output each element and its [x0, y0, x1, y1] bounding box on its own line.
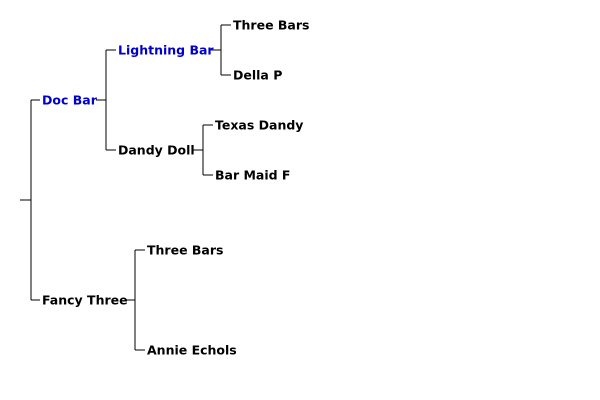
horse-sire-dam-dam: Bar Maid F [215, 168, 290, 183]
horse-sire-sire[interactable]: Lightning Bar [118, 43, 214, 58]
horse-dam-dam: Annie Echols [147, 343, 237, 358]
horse-sire-sire-dam: Della P [233, 68, 282, 83]
horse-dam: Fancy Three [42, 293, 128, 308]
horse-sire[interactable]: Doc Bar [42, 93, 98, 108]
horse-sire-sire-sire: Three Bars [233, 18, 309, 33]
horse-dam-sire: Three Bars [147, 243, 223, 258]
horse-sire-dam-sire: Texas Dandy [215, 118, 303, 133]
horse-sire-dam: Dandy Doll [118, 143, 195, 158]
